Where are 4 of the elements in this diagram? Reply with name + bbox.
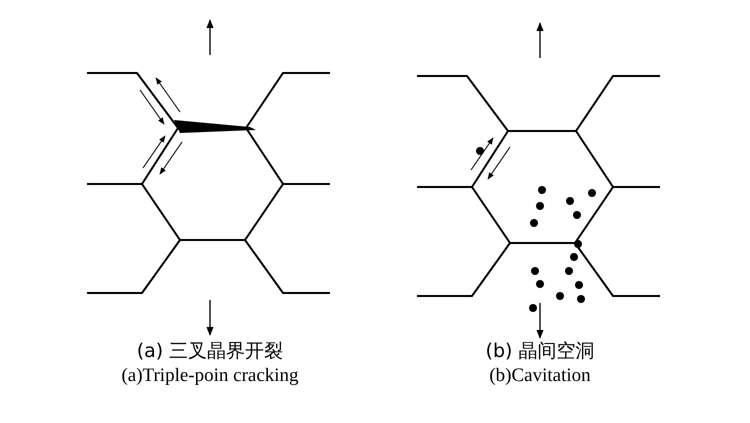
caption-text: (b)Cavitation (489, 365, 591, 386)
caption-title: (b) 晶间空洞 (486, 340, 594, 362)
caption-title: (a) 三叉晶界开裂 (136, 340, 284, 362)
caption-text: (a)Triple-poin cracking (121, 365, 299, 386)
